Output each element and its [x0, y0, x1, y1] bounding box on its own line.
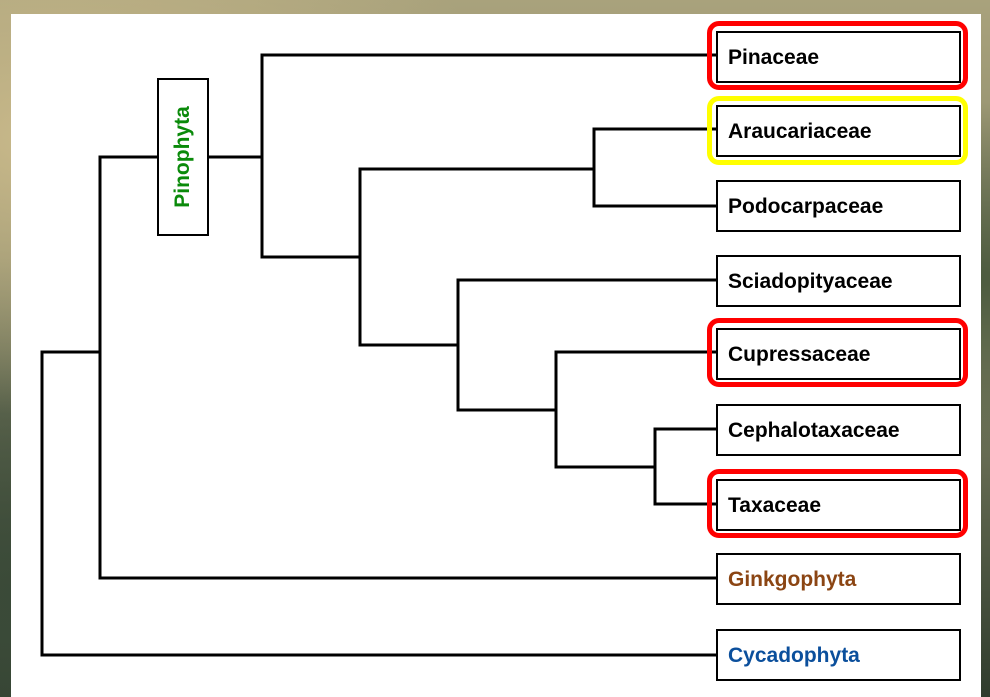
taxon-ginkgophyta: Ginkgophyta [716, 553, 961, 605]
highlight-cupressaceae [707, 318, 968, 387]
taxon-cephalotaxaceae: Cephalotaxaceae [716, 404, 961, 456]
taxon-araucariaceae: Araucariaceae [716, 105, 961, 157]
highlight-araucariaceae [707, 96, 968, 165]
branch-arau-podo [592, 127, 718, 208]
branch-cupress [554, 350, 718, 469]
highlight-taxaceae [707, 469, 968, 538]
taxon-cycadophyta: Cycadophyta [716, 629, 961, 681]
branch-sciado [456, 278, 718, 412]
branch-taxoid [653, 427, 718, 506]
taxon-pinaceae: Pinaceae [716, 31, 961, 83]
branch-ginkgo [98, 155, 718, 580]
branch-root [40, 350, 718, 657]
taxon-taxaceae: Taxaceae [716, 479, 961, 531]
taxon-cupressaceae: Cupressaceae [716, 328, 961, 380]
branch-araucaria-group [358, 167, 596, 347]
clade-label-pinophyta: Pinophyta [157, 78, 209, 236]
branch-pinophyta [260, 53, 718, 259]
taxon-sciadopityaceae: Sciadopityaceae [716, 255, 961, 307]
taxon-podocarpaceae: Podocarpaceae [716, 180, 961, 232]
clade-label-text: Pinophyta [171, 106, 194, 208]
highlight-pinaceae [707, 21, 968, 90]
